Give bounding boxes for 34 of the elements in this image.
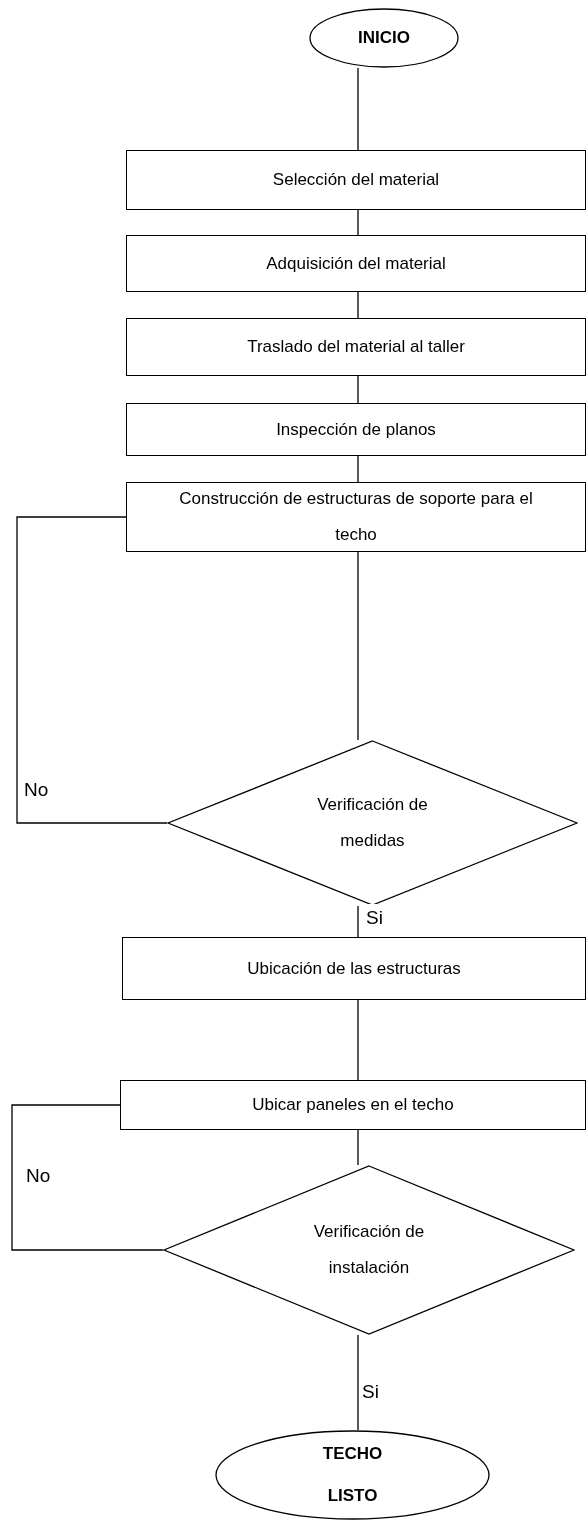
node-text: Construcción de estructuras de soporte para el techo — [178, 488, 534, 546]
connector-line — [16, 516, 168, 824]
connector-line — [357, 999, 359, 1081]
node-text: INICIO — [358, 27, 410, 49]
connector-line — [357, 1129, 359, 1166]
process-box — [126, 403, 586, 456]
process-box — [126, 235, 586, 292]
process-box — [120, 1080, 586, 1130]
connector-line — [357, 375, 359, 404]
node-text: Traslado del material al taller — [247, 336, 465, 358]
connector-line — [357, 67, 359, 151]
connector-line — [11, 1104, 164, 1251]
process-box — [126, 150, 586, 210]
node-text: Ubicación de las estructuras — [247, 957, 461, 980]
process-box — [126, 318, 586, 376]
connector-line — [357, 1334, 359, 1431]
connector-line — [357, 905, 359, 938]
decision-diamond — [163, 1165, 575, 1335]
node-text: Adquisición del material — [266, 252, 446, 275]
node-text: Verificación de instalación — [312, 1221, 426, 1279]
node-text: TECHO LISTO — [321, 1443, 384, 1507]
node-text: Ubicar paneles en el techo — [252, 1094, 454, 1116]
terminal-ellipse — [309, 8, 459, 68]
node-text: Inspección de planos — [276, 418, 436, 441]
connector-line — [357, 209, 359, 236]
node-text: Selección del material — [272, 169, 440, 191]
connector-line — [357, 551, 359, 741]
process-box — [122, 937, 586, 1000]
connector-line — [357, 455, 359, 483]
node-text: Verificación de medidas — [316, 794, 429, 852]
connector-line — [357, 291, 359, 319]
terminal-ellipse — [215, 1430, 490, 1520]
decision-diamond — [167, 740, 578, 906]
process-box — [126, 482, 586, 552]
